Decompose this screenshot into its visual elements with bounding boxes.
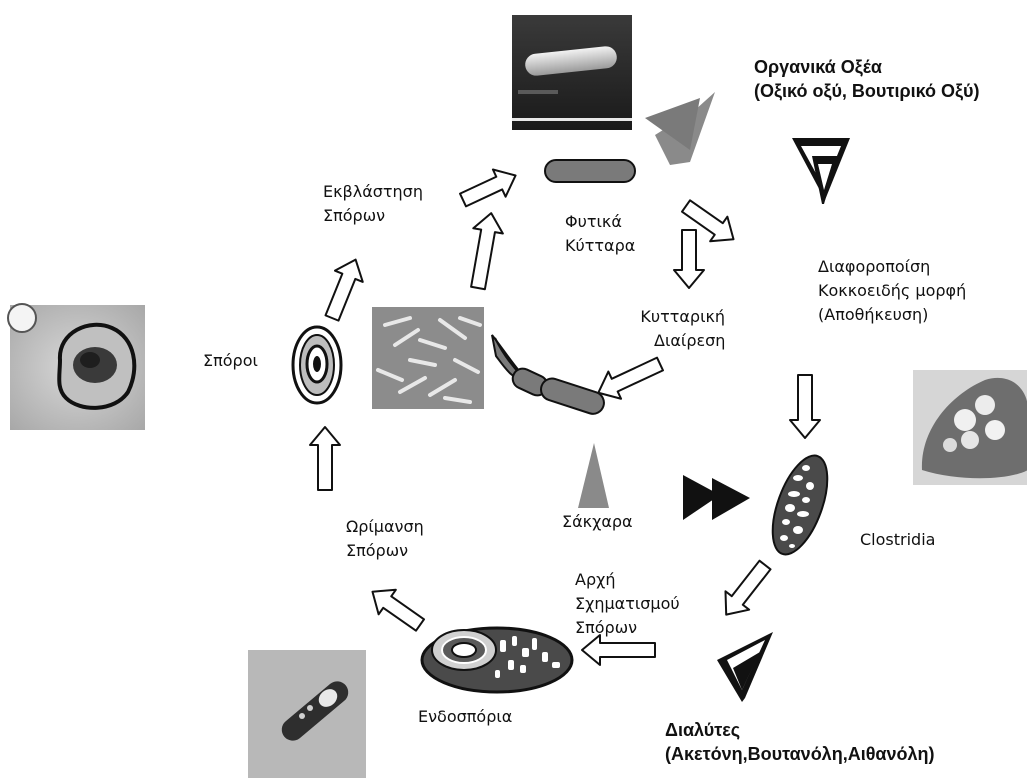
sporulation-line3: Σπόρων (575, 616, 680, 640)
sem-micrograph-top (512, 15, 632, 130)
arrow-germination (457, 162, 522, 214)
germination-line2: Σπόρων (323, 204, 423, 228)
solvents-detail: (Ακετόνη,Βουτανόλη,Αιθανόλη) (665, 742, 935, 766)
arrow-spores-up (318, 254, 369, 324)
clostridia-label: Clostridia (860, 528, 935, 552)
arrow-to-spores (310, 427, 340, 490)
maturation-line2: Σπόρων (346, 539, 424, 563)
differentiation-line2: Κοκκοειδής μορφή (818, 279, 966, 303)
arrow-acids-hollow (792, 138, 850, 204)
arrow-division-up (463, 211, 506, 291)
solvents-title: Διαλύτες (665, 718, 935, 742)
arrow-to-sporulation (714, 556, 776, 624)
organic-acids-detail: (Οξικό οξύ, Βουτιρικό Οξύ) (754, 79, 980, 103)
arrow-to-division (674, 230, 704, 288)
sporulation-line1: Αρχή (575, 568, 680, 592)
organic-acids-label: Οργανικά Οξέα (Οξικό οξύ, Βουτιρικό Οξύ) (754, 55, 980, 103)
germination-label: Εκβλάστηση Σπόρων (323, 180, 423, 228)
arrow-sugars-up (578, 443, 609, 508)
granulose-micrograph-right (913, 370, 1027, 485)
vegetative-line1: Φυτικά (565, 210, 635, 234)
cell-division-label: Κυτταρική Διαίρεση (640, 305, 725, 353)
clostridium-cell (762, 449, 839, 562)
sporulation-line2: Σχηματισμού (575, 592, 680, 616)
cell-division-line2: Διαίρεση (640, 329, 725, 353)
spores-label: Σπόροι (203, 349, 258, 373)
dividing-cells (492, 335, 607, 417)
sporulation-start-label: Αρχή Σχηματισμού Σπόρων (575, 568, 680, 640)
differentiation-line3: (Αποθήκευση) (818, 303, 966, 327)
endospore-cell (422, 628, 572, 692)
endospore-label: Ενδοσπόρια (418, 705, 512, 729)
arrow-to-clostridia (790, 375, 820, 438)
solvents-label: Διαλύτες (Ακετόνη,Βουτανόλη,Αιθανόλη) (665, 718, 935, 766)
cell-division-line1: Κυτταρική (640, 305, 725, 329)
vegetative-line2: Κύτταρα (565, 234, 635, 258)
gray-arrows (578, 92, 715, 508)
differentiation-label: Διαφοροποίση Κοκκοειδής μορφή (Αποθήκευσ… (818, 255, 966, 327)
vegetative-cells-label: Φυτικά Κύτταρα (565, 210, 635, 258)
spore-micrograph-left (8, 304, 145, 430)
maturation-line1: Ωρίμανση (346, 515, 424, 539)
differentiation-line1: Διαφοροποίση (818, 255, 966, 279)
vegetative-cell (545, 160, 635, 182)
organic-acids-title: Οργανικά Οξέα (754, 55, 980, 79)
endospore-micrograph-bottom (248, 650, 366, 778)
spore-shape (293, 327, 341, 403)
germination-line1: Εκβλάστηση (323, 180, 423, 204)
spore-maturation-label: Ωρίμανση Σπόρων (346, 515, 424, 563)
sugars-label: Σάκχαρα (562, 510, 633, 534)
rods-micrograph-center (372, 307, 484, 409)
arrow-to-maturation (364, 579, 429, 637)
